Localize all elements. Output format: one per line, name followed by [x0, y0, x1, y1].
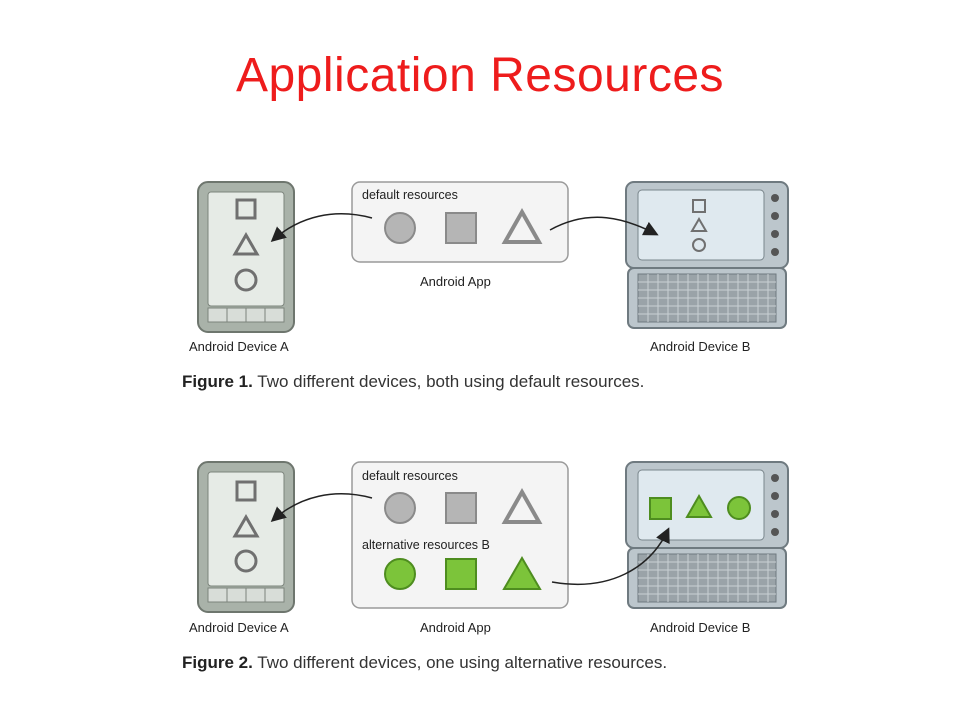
figure-1: default resources Android App Android De… — [0, 178, 960, 408]
device-a-phone — [197, 461, 295, 613]
device-a-phone — [197, 181, 295, 333]
app-panel — [351, 461, 569, 609]
caption-bold: Figure 1. — [182, 372, 253, 391]
circle-icon — [692, 238, 706, 252]
triangle-icon — [232, 232, 260, 256]
device-b-label: Android Device B — [650, 339, 751, 354]
square-icon — [692, 199, 706, 213]
default-square-icon — [445, 212, 477, 244]
caption-bold: Figure 2. — [182, 653, 253, 672]
square-icon — [235, 480, 257, 502]
default-circle-icon — [384, 212, 416, 244]
device-a-label: Android Device A — [189, 620, 289, 635]
alternative-triangle-icon — [502, 556, 542, 590]
figure-2-diagram — [197, 461, 789, 613]
default-triangle-icon — [501, 487, 543, 524]
arrow-to-device-a — [270, 213, 373, 242]
triangle-icon — [232, 514, 260, 538]
default-resources-label: default resources — [362, 188, 458, 202]
default-triangle-icon — [501, 207, 543, 244]
alternative-square-icon — [445, 558, 477, 590]
device-b-tablet — [625, 461, 789, 609]
arrow-to-device-b — [549, 216, 659, 236]
app-panel — [351, 181, 569, 263]
figure-2: default resources alternative resources … — [0, 458, 960, 690]
arrow-to-device-a — [270, 493, 373, 522]
caption-text: Two different devices, one using alterna… — [252, 653, 668, 672]
device-b-tablet — [625, 181, 789, 329]
alternative-circle-icon — [727, 496, 751, 520]
default-square-icon — [445, 492, 477, 524]
android-app-label: Android App — [420, 274, 491, 289]
slide-title: Application Resources — [235, 49, 725, 102]
caption-text: Two different devices, both using defaul… — [252, 372, 645, 391]
default-circle-icon — [384, 492, 416, 524]
device-a-label: Android Device A — [189, 339, 289, 354]
circle-icon — [234, 268, 258, 292]
alternative-triangle-icon — [685, 493, 713, 518]
alternative-resources-label: alternative resources B — [362, 538, 490, 552]
alternative-circle-icon — [384, 558, 416, 590]
triangle-icon — [690, 217, 708, 232]
default-resources-label: default resources — [362, 469, 458, 483]
arrow-to-device-b — [551, 527, 670, 586]
circle-icon — [234, 549, 258, 573]
figure-1-diagram — [197, 181, 789, 333]
device-b-label: Android Device B — [650, 620, 751, 635]
figure-2-caption: Figure 2. Two different devices, one usi… — [182, 653, 667, 673]
android-app-label: Android App — [420, 620, 491, 635]
alternative-square-icon — [649, 497, 672, 520]
square-icon — [235, 198, 257, 220]
figure-1-caption: Figure 1. Two different devices, both us… — [182, 372, 644, 392]
